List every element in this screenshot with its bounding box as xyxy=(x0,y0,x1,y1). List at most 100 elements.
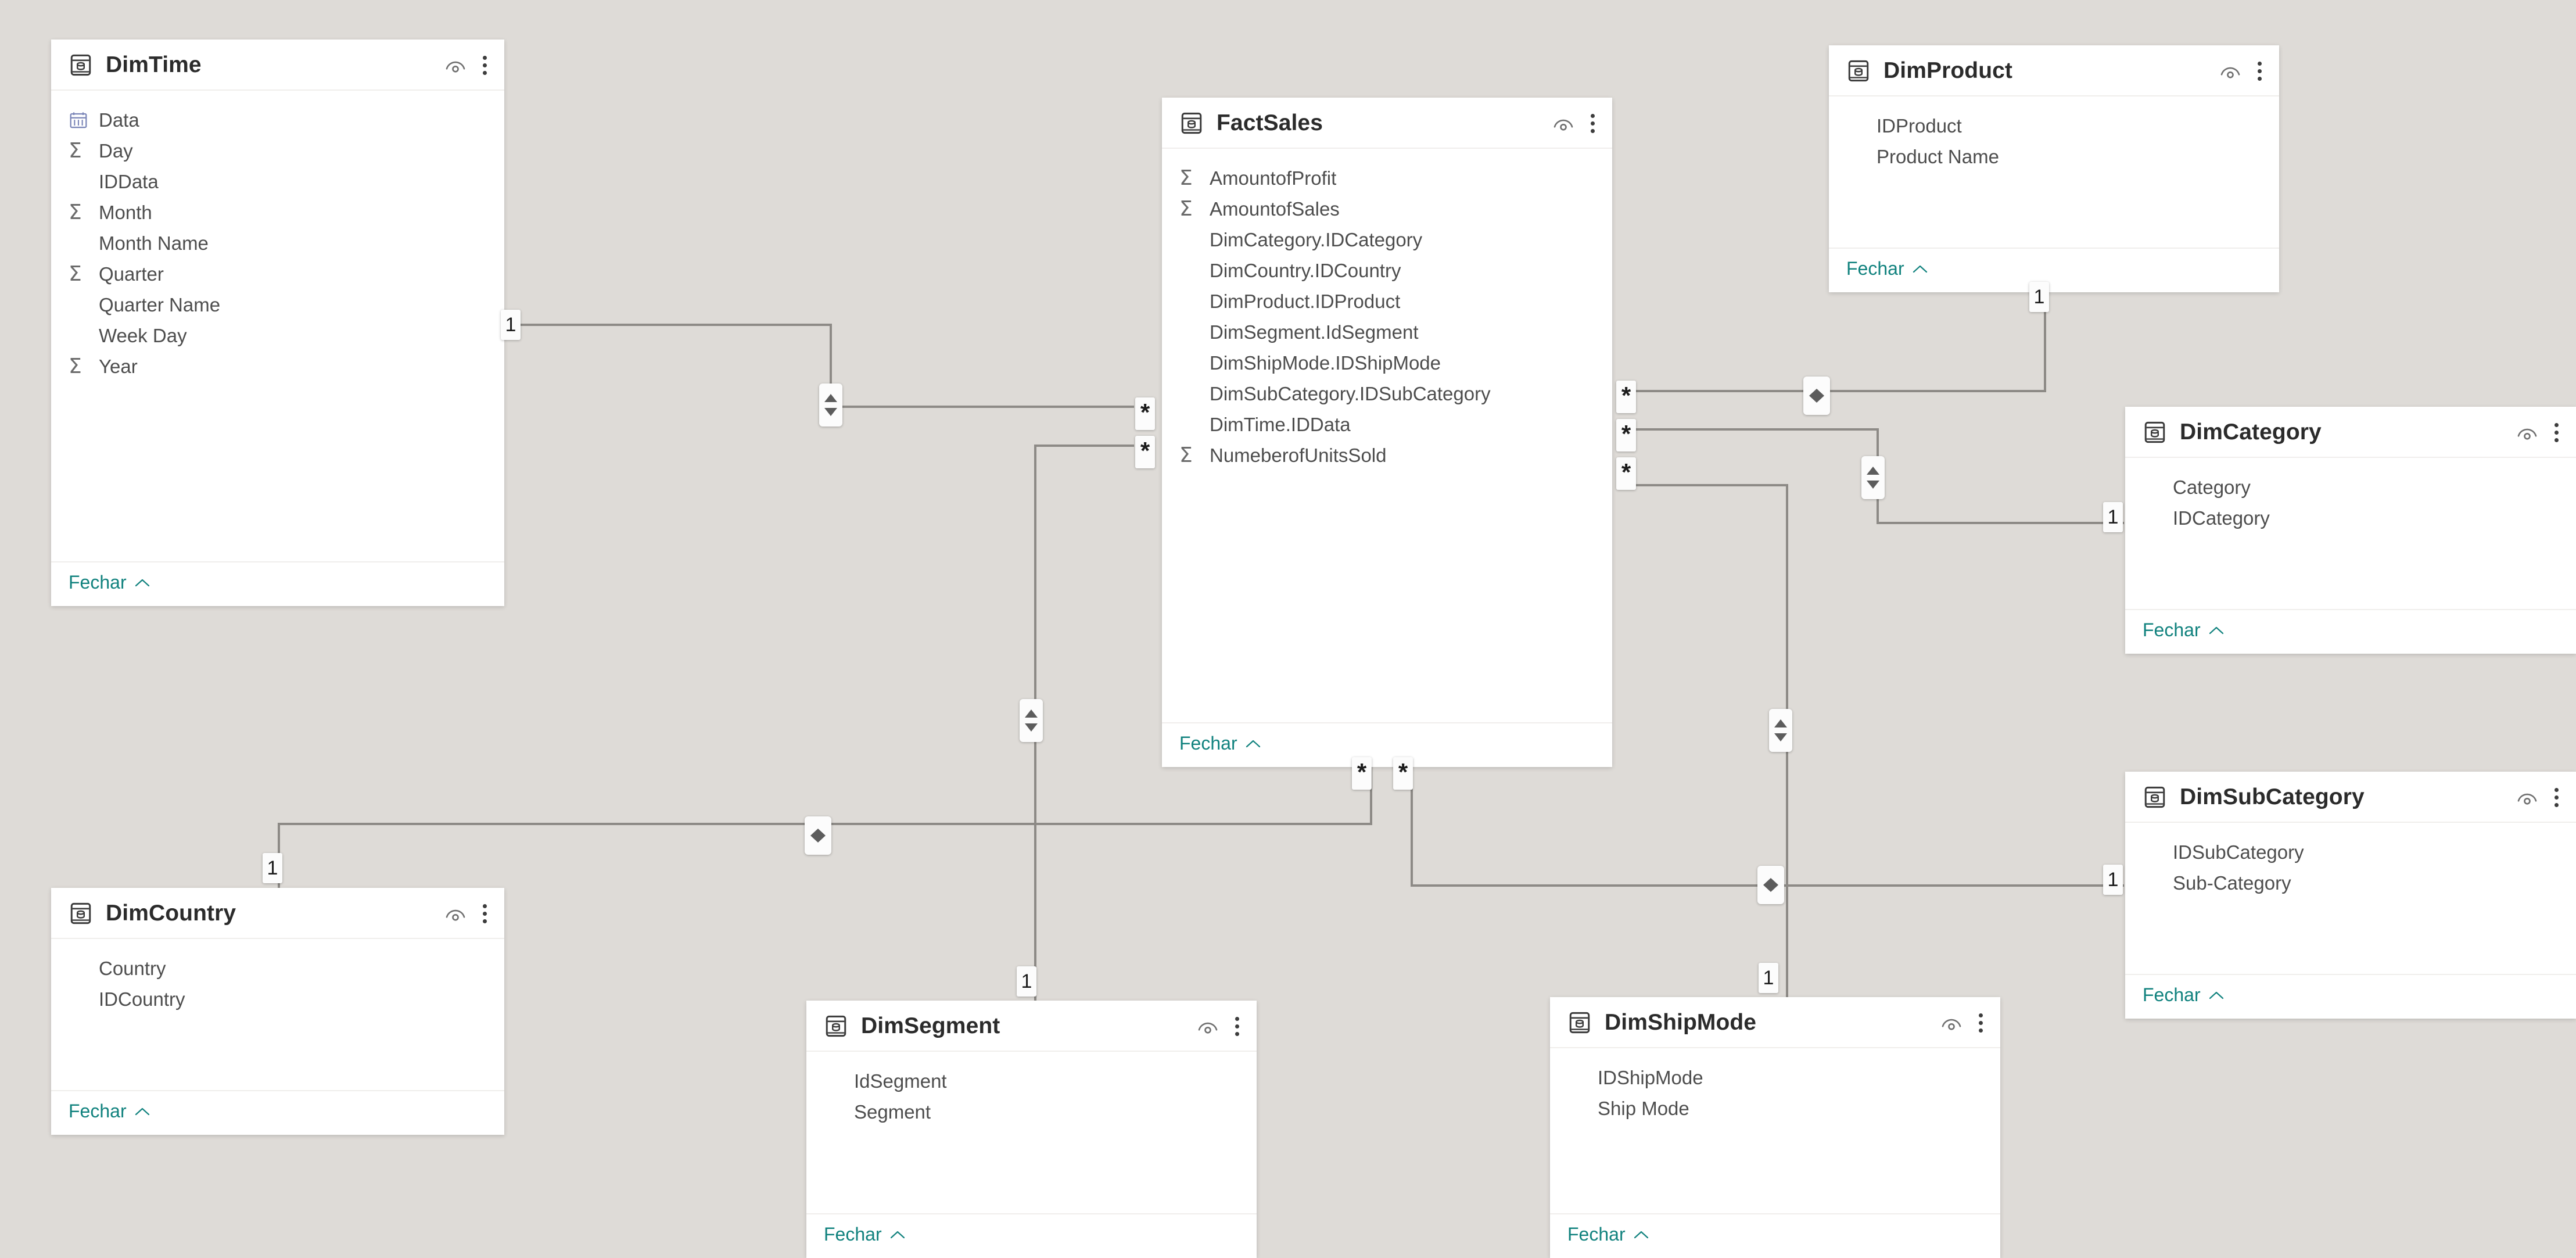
table-header-dimshipmode[interactable]: DimShipMode xyxy=(1550,997,2000,1048)
field-row[interactable]: Quarter Name xyxy=(51,289,504,320)
close-link[interactable]: Fechar xyxy=(69,572,150,593)
eye-icon[interactable] xyxy=(1552,114,1574,132)
eye-icon[interactable] xyxy=(444,56,467,74)
table-header-actions xyxy=(2516,787,2562,807)
table-header-actions xyxy=(2516,422,2562,442)
field-row[interactable]: IDSubCategory xyxy=(2125,837,2576,868)
eye-icon[interactable] xyxy=(1940,1014,1963,1031)
field-row[interactable]: DimProduct.IDProduct xyxy=(1162,286,1612,317)
field-row[interactable]: DimShipMode.IDShipMode xyxy=(1162,347,1612,378)
close-link[interactable]: Fechar xyxy=(1846,258,1928,279)
field-row[interactable]: IdSegment xyxy=(806,1066,1257,1096)
close-link[interactable]: Fechar xyxy=(824,1224,905,1245)
close-link[interactable]: Fechar xyxy=(69,1101,150,1122)
field-row[interactable]: Data xyxy=(51,105,504,135)
field-row[interactable]: Ship Mode xyxy=(1550,1093,2000,1124)
field-row[interactable]: IDCountry xyxy=(51,984,504,1015)
close-link[interactable]: Fechar xyxy=(1179,733,1261,754)
crossfilter-both-horizontal-icon[interactable] xyxy=(805,816,831,855)
table-title: DimCategory xyxy=(2180,420,2322,445)
eye-icon[interactable] xyxy=(2516,424,2538,441)
eye-icon[interactable] xyxy=(2516,789,2538,806)
cardinality-one-badge: 1 xyxy=(2103,502,2123,532)
field-row[interactable]: DimCategory.IDCategory xyxy=(1162,224,1612,255)
kebab-menu-icon[interactable] xyxy=(1232,1016,1243,1036)
chevron-up-icon xyxy=(135,578,150,587)
crossfilter-both-vertical-icon[interactable] xyxy=(1020,699,1043,742)
table-header-dimcategory[interactable]: DimCategory xyxy=(2125,407,2576,458)
table-header-dimproduct[interactable]: DimProduct xyxy=(1829,45,2279,96)
field-row[interactable]: IDCategory xyxy=(2125,503,2576,533)
kebab-menu-icon[interactable] xyxy=(1587,113,1598,133)
kebab-menu-icon[interactable] xyxy=(2254,61,2265,81)
crossfilter-both-vertical-icon[interactable] xyxy=(1769,709,1792,752)
field-row[interactable]: Month Name xyxy=(51,228,504,259)
eye-icon[interactable] xyxy=(1197,1017,1219,1035)
field-row[interactable]: Sub-Category xyxy=(2125,868,2576,898)
crossfilter-both-vertical-icon[interactable] xyxy=(819,384,842,426)
close-link-label: Fechar xyxy=(1846,258,1904,279)
table-header-dimcountry[interactable]: DimCountry xyxy=(51,888,504,939)
field-label: IDCategory xyxy=(2173,507,2270,529)
crossfilter-both-horizontal-icon[interactable] xyxy=(1757,866,1784,904)
close-link[interactable]: Fechar xyxy=(2143,619,2224,641)
crossfilter-both-horizontal-icon[interactable] xyxy=(1803,377,1830,415)
table-footer-dimsubcategory: Fechar xyxy=(2125,974,2576,1019)
sigma-icon: Σ xyxy=(1179,443,1193,467)
field-row[interactable]: Product Name xyxy=(1829,141,2279,172)
kebab-menu-icon[interactable] xyxy=(2551,422,2562,442)
field-label: Country xyxy=(99,957,166,979)
field-row[interactable]: DimCountry.IDCountry xyxy=(1162,255,1612,286)
kebab-menu-icon[interactable] xyxy=(1975,1013,1986,1033)
cardinality-many-badge: * xyxy=(1135,397,1155,430)
eye-icon[interactable] xyxy=(2219,62,2241,80)
field-row[interactable]: Week Day xyxy=(51,320,504,351)
field-row[interactable]: IDProduct xyxy=(1829,110,2279,141)
kebab-menu-icon[interactable] xyxy=(479,904,490,923)
field-row[interactable]: IDData xyxy=(51,166,504,197)
table-header-dimsubcategory[interactable]: DimSubCategory xyxy=(2125,772,2576,823)
field-row[interactable]: DimSubCategory.IDSubCategory xyxy=(1162,378,1612,409)
field-row[interactable]: Σ NumeberofUnitsSold xyxy=(1162,440,1612,471)
wire-dimshipmode-factsales xyxy=(1617,484,1788,997)
field-label: Quarter xyxy=(99,263,164,285)
field-label: Data xyxy=(99,109,139,131)
cardinality-many-badge: * xyxy=(1616,381,1636,413)
field-label: NumeberofUnitsSold xyxy=(1210,444,1387,466)
kebab-menu-icon[interactable] xyxy=(479,55,490,75)
kebab-menu-icon[interactable] xyxy=(2551,787,2562,807)
eye-icon[interactable] xyxy=(444,905,467,922)
field-row[interactable]: Country xyxy=(51,953,504,984)
field-label: Segment xyxy=(854,1101,931,1123)
crossfilter-both-vertical-icon[interactable] xyxy=(1861,456,1885,499)
table-header-dimtime[interactable]: DimTime xyxy=(51,40,504,91)
field-row[interactable]: IDShipMode xyxy=(1550,1062,2000,1093)
table-title: DimSegment xyxy=(861,1013,1000,1038)
field-row[interactable]: DimTime.IDData xyxy=(1162,409,1612,440)
close-link[interactable]: Fechar xyxy=(2143,984,2224,1006)
table-header-factsales[interactable]: FactSales xyxy=(1162,98,1612,149)
cardinality-one-badge: 1 xyxy=(501,310,521,340)
field-row[interactable]: Segment xyxy=(806,1096,1257,1127)
field-row[interactable]: DimSegment.IdSegment xyxy=(1162,317,1612,347)
table-header-dimsegment[interactable]: DimSegment xyxy=(806,1001,1257,1052)
chevron-up-icon xyxy=(1634,1230,1649,1239)
close-link[interactable]: Fechar xyxy=(1567,1224,1649,1245)
field-label: IDShipMode xyxy=(1598,1066,1703,1088)
field-row[interactable]: Category xyxy=(2125,472,2576,503)
